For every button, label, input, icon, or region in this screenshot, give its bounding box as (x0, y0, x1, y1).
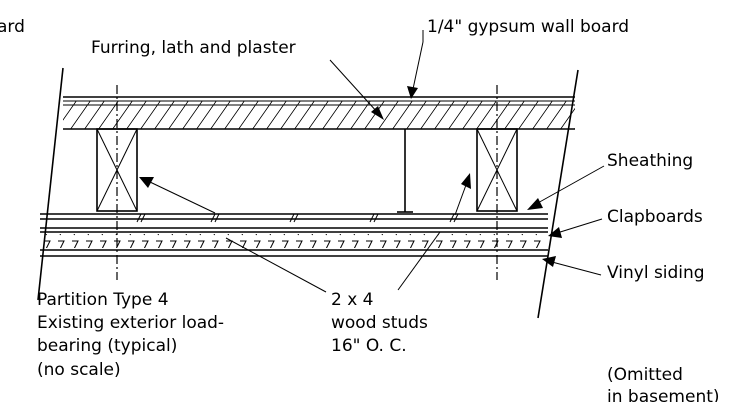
studs-line-1: 2 x 4 (331, 290, 374, 310)
clapboards-leader (548, 218, 603, 238)
studs-line-2: wood studs (331, 313, 428, 333)
furring-leader (329, 59, 384, 120)
left-break-line (37, 67, 64, 301)
top-left-fragment-label: ard (0, 17, 25, 37)
siding-layer (40, 231, 548, 257)
gypsum-label: 1/4" gypsum wall board (427, 17, 629, 37)
sheathing-layer (40, 213, 548, 229)
vinyl-label: Vinyl siding (607, 263, 705, 283)
partition-line-2: Existing exterior load- (37, 313, 224, 333)
partition-note: Partition Type 4 Existing exterior load-… (37, 290, 224, 380)
studs-leader-right (454, 173, 471, 216)
plaster-layer (63, 96, 575, 130)
studs-leader-left (139, 177, 216, 214)
studs-line-3: 16" O. C. (331, 336, 407, 356)
furring-label: Furring, lath and plaster (91, 38, 296, 58)
vinyl-leader (542, 256, 602, 276)
sheathing-leader (527, 165, 605, 210)
omitted-line-1: (Omitted (607, 365, 683, 385)
partition-line-1: Partition Type 4 (37, 290, 169, 310)
omitted-line-2: in basement) (607, 387, 720, 402)
omitted-note: (Omitted in basement) (607, 365, 720, 402)
studs-leader-lower (225, 231, 441, 293)
studs-note: 2 x 4 wood studs 16" O. C. (331, 290, 428, 356)
right-break-line (537, 69, 579, 319)
partition-line-4: (no scale) (37, 360, 121, 380)
clapboards-label: Clapboards (607, 207, 703, 227)
partition-line-3: bearing (typical) (37, 336, 177, 356)
gypsum-leader (407, 30, 424, 99)
sheathing-label: Sheathing (607, 151, 693, 171)
